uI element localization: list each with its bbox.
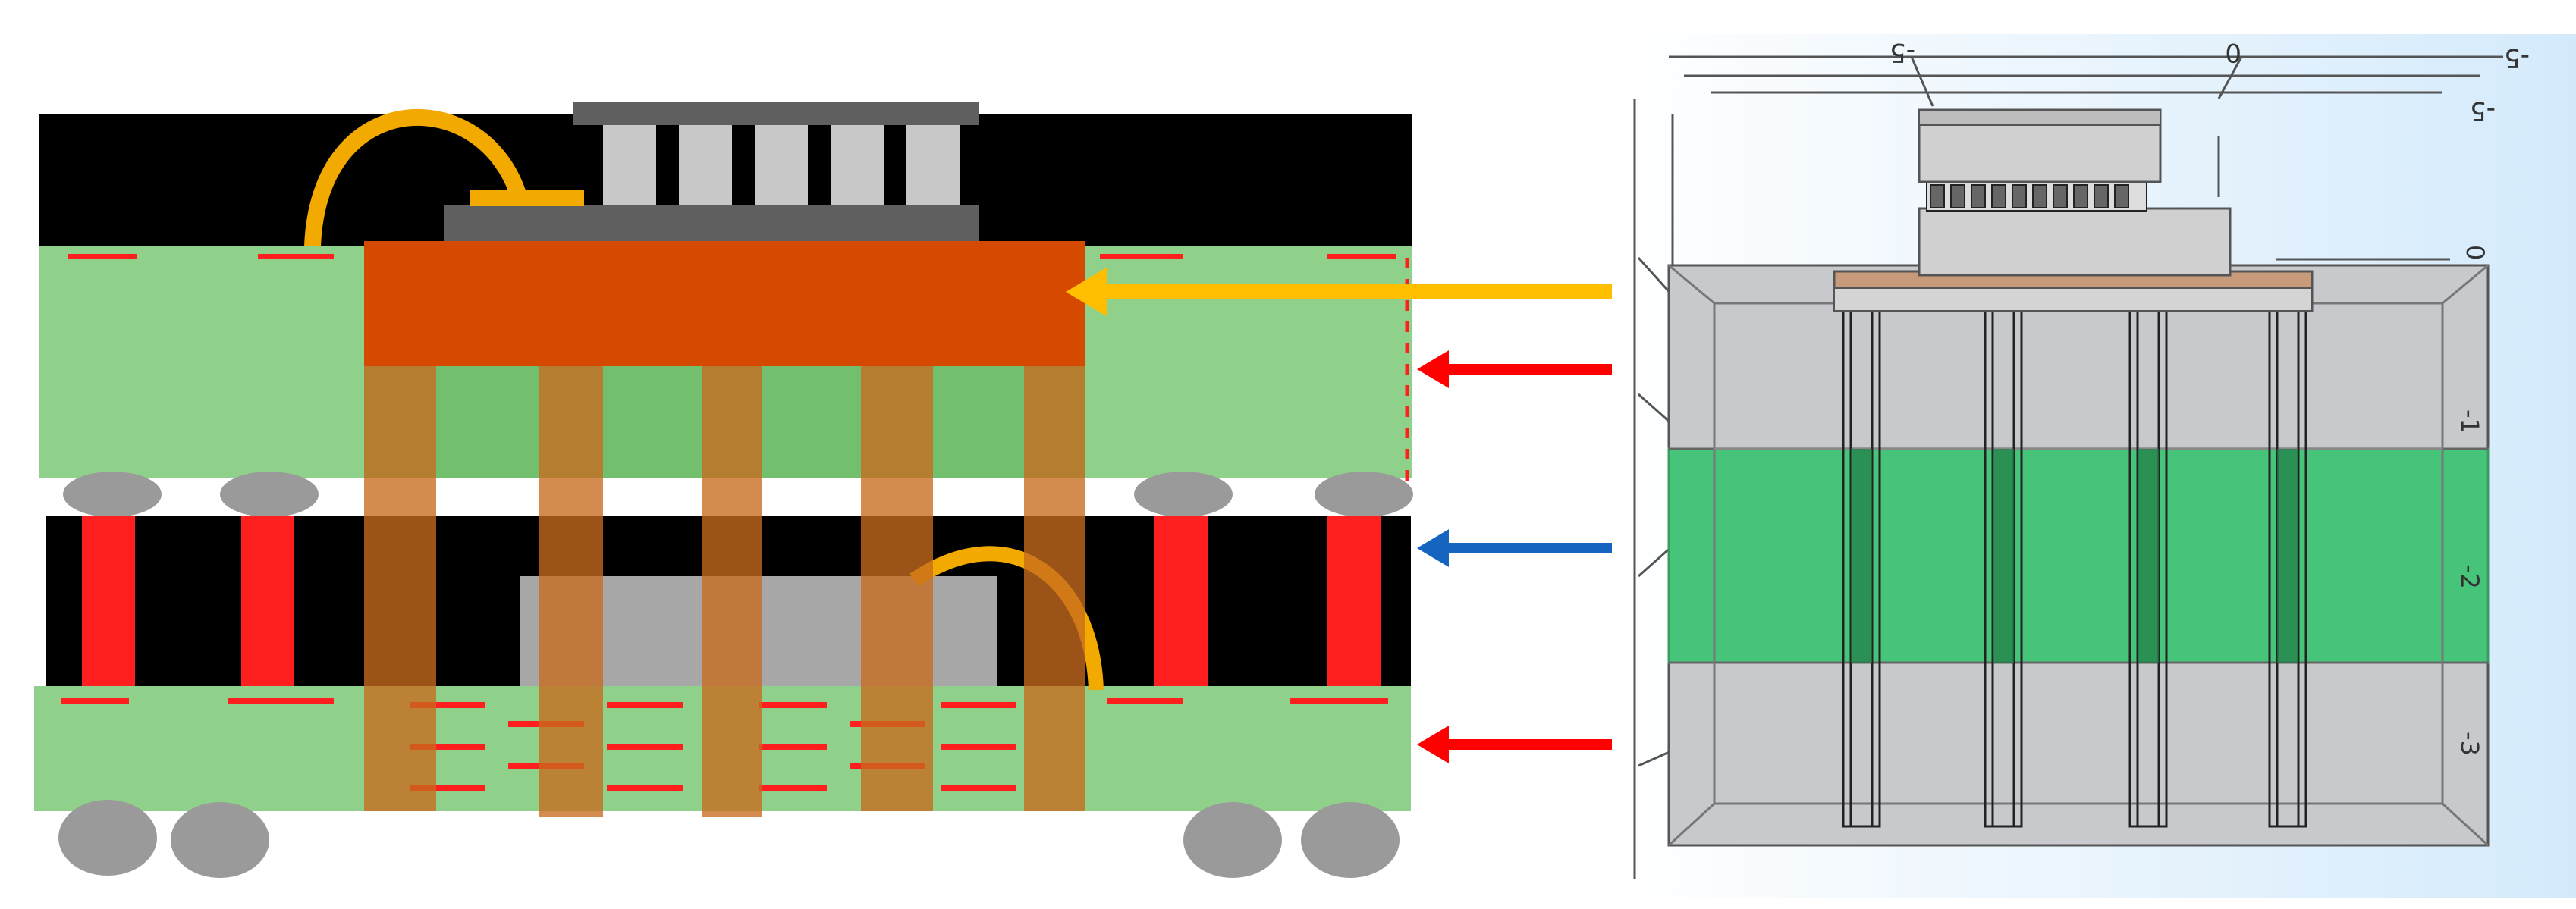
simulation-model-view: -5 0 -5 -5 -5 [1612,34,2576,898]
model-green-layer [1667,447,2490,664]
cross-section-schematic [34,102,1413,878]
top-chip-body [573,102,979,125]
arc-wire-icon [304,109,528,247]
solder-ball-row-bottom [58,800,1400,878]
axis-tick-right: 0 [2461,245,2490,260]
bond-pad [470,190,584,206]
through-mold-vias [82,516,1381,705]
ellipse-ball-icon [171,802,269,878]
axis-tick-top: -5 [2504,42,2530,73]
model-chip-pins [1926,181,2147,212]
model-chip-lower [1918,207,2232,277]
axis-tick-top: 0 [2225,37,2241,67]
axis-tick-right: -1 [2455,409,2484,434]
solder-ball-row-middle [63,472,1413,517]
ellipse-ball-icon [1301,802,1400,878]
top-chip-base [444,205,979,243]
top-chip-pins [603,125,960,208]
axis-tick-right: -2 [2455,565,2484,589]
ellipse-ball-icon [1183,802,1282,878]
embedded-die [364,241,1085,366]
axis-tick-top-right: -5 [2470,96,2496,126]
axis-tick-top: -5 [1890,37,1915,67]
annotation-arrows [1066,267,1858,763]
axis-tick-right: -3 [2455,732,2484,756]
ellipse-ball-icon [58,800,157,876]
vertical-via-columns [364,366,1085,817]
